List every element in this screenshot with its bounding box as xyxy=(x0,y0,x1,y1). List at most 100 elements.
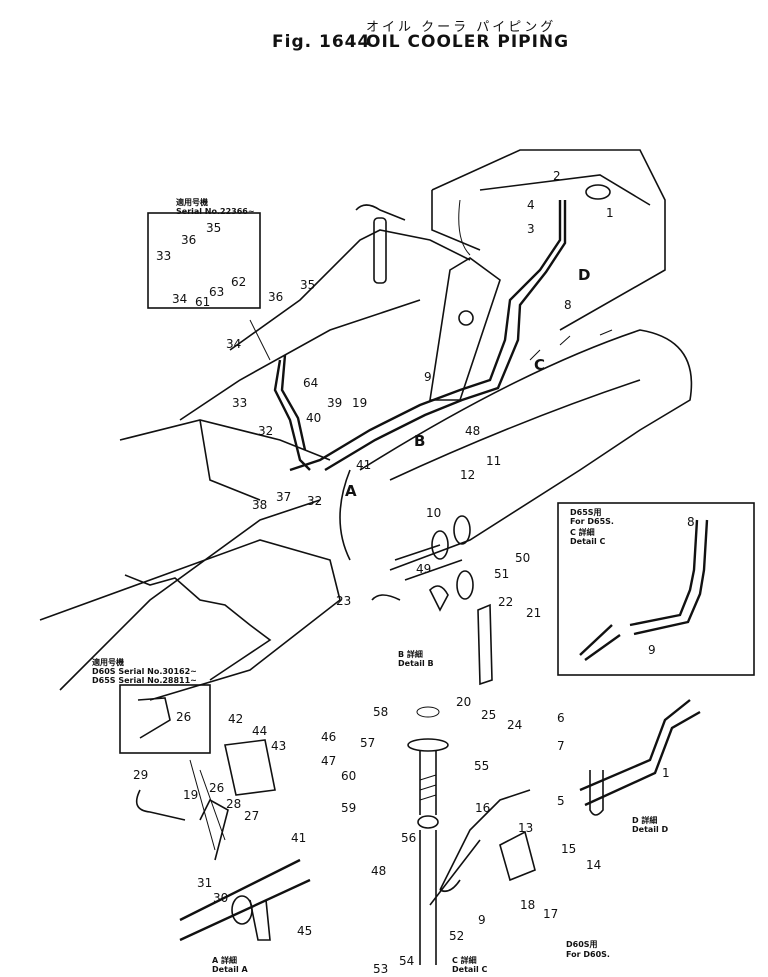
part-number: 31 xyxy=(197,876,213,890)
part-number: 35 xyxy=(206,221,222,235)
part-number: 19 xyxy=(352,396,368,410)
part-number: 38 xyxy=(252,498,268,512)
arrow-c-label: C xyxy=(534,356,546,374)
note-mid-left-jp: 適用号機 xyxy=(92,658,124,667)
part-number: 4 xyxy=(527,198,535,212)
part-number: 16 xyxy=(475,801,491,815)
note-detail-c-right-2: For D65S. xyxy=(570,517,614,526)
part-number: 47 xyxy=(321,754,337,768)
part-number: 18 xyxy=(520,898,536,912)
part-number: 51 xyxy=(494,567,510,581)
part-number: 34 xyxy=(172,292,188,306)
part-number: 9 xyxy=(478,913,486,927)
part-number: 48 xyxy=(465,424,481,438)
part-number: 8 xyxy=(564,298,572,312)
detail-b-en: Detail B xyxy=(398,659,434,668)
japanese-title: オイル クーラ パイピング xyxy=(366,20,557,35)
part-number: 15 xyxy=(561,842,577,856)
note-bottom-right-2: For D60S. xyxy=(566,950,610,959)
part-number: 50 xyxy=(515,551,531,565)
part-number: 34 xyxy=(226,337,242,351)
part-number: 10 xyxy=(426,506,442,520)
part-number: 26 xyxy=(176,710,192,724)
part-number: 43 xyxy=(271,739,287,753)
part-number: 41 xyxy=(291,831,307,845)
detail-a-en: Detail A xyxy=(212,965,248,974)
part-number: 36 xyxy=(181,233,197,247)
part-number: 57 xyxy=(360,736,376,750)
part-number: 53 xyxy=(373,962,389,976)
part-number: 5 xyxy=(557,794,565,808)
note-top-left-jp: 適用号機 xyxy=(176,198,208,207)
arrow-b-label: B xyxy=(414,432,426,450)
part-number: 33 xyxy=(232,396,248,410)
part-number: 23 xyxy=(336,594,352,608)
part-number: 49 xyxy=(416,562,432,576)
part-number: 45 xyxy=(297,924,313,938)
part-number: 61 xyxy=(195,295,211,309)
part-number: 29 xyxy=(133,768,149,782)
figure-number: Fig. 1644 xyxy=(272,32,371,52)
part-number: 39 xyxy=(327,396,343,410)
detail-c-en: Detail C xyxy=(452,965,488,974)
note-detail-c-right-4: Detail C xyxy=(570,537,606,546)
part-number: 64 xyxy=(303,376,319,390)
part-number: 9 xyxy=(424,370,432,384)
part-number: 1 xyxy=(606,206,614,220)
part-number: 32 xyxy=(307,494,323,508)
part-number: 37 xyxy=(276,490,292,504)
part-number: 46 xyxy=(321,730,337,744)
part-number: 17 xyxy=(543,907,559,921)
part-number: 28 xyxy=(226,797,242,811)
part-number: 40 xyxy=(306,411,322,425)
note-top-left-serial: Serial No.22366~ xyxy=(176,207,255,216)
part-number: 20 xyxy=(456,695,472,709)
note-detail-c-right-3: C 詳細 xyxy=(570,528,595,537)
part-number: 33 xyxy=(156,249,172,263)
part-number: 2 xyxy=(553,169,561,183)
part-number: 19 xyxy=(183,788,199,802)
detail-d-en: Detail D xyxy=(632,825,669,834)
part-number: 21 xyxy=(526,606,542,620)
note-mid-left-line2: D65S Serial No.28811~ xyxy=(92,676,197,685)
part-number: 9 xyxy=(648,643,656,657)
part-number: 13 xyxy=(518,821,534,835)
part-number: 30 xyxy=(213,891,229,905)
note-detail-c-right-1: D65S用 xyxy=(570,508,602,517)
part-number: 54 xyxy=(399,954,415,968)
part-number: 26 xyxy=(209,781,225,795)
part-number: 58 xyxy=(373,705,389,719)
part-number: 32 xyxy=(258,424,274,438)
part-number: 60 xyxy=(341,769,357,783)
part-number: 1 xyxy=(662,766,670,780)
part-number: 25 xyxy=(481,708,497,722)
figure-title: OIL COOLER PIPING xyxy=(366,32,570,52)
part-number: 48 xyxy=(371,864,387,878)
detail-b-jp: B 詳細 xyxy=(398,650,423,659)
arrow-d-label: D xyxy=(578,266,591,284)
part-number: 8 xyxy=(687,515,695,529)
part-number: 41 xyxy=(356,458,372,472)
detail-a-jp: A 詳細 xyxy=(212,956,237,965)
part-number: 6 xyxy=(557,711,565,725)
part-number: 14 xyxy=(586,858,602,872)
part-number: 7 xyxy=(557,739,565,753)
part-number: 59 xyxy=(341,801,357,815)
note-bottom-right-1: D60S用 xyxy=(566,940,598,949)
part-number: 55 xyxy=(474,759,490,773)
part-number: 27 xyxy=(244,809,260,823)
part-number: 35 xyxy=(300,278,316,292)
detail-c-jp: C 詳細 xyxy=(452,956,477,965)
part-number: 36 xyxy=(268,290,284,304)
part-number: 12 xyxy=(460,468,476,482)
part-number: 24 xyxy=(507,718,523,732)
arrow-a-label: A xyxy=(345,482,357,500)
part-number: 22 xyxy=(498,595,514,609)
part-number: 63 xyxy=(209,285,225,299)
part-number: 44 xyxy=(252,724,268,738)
note-mid-left-line1: D60S Serial No.30162~ xyxy=(92,667,197,676)
part-number: 56 xyxy=(401,831,417,845)
part-number: 52 xyxy=(449,929,465,943)
